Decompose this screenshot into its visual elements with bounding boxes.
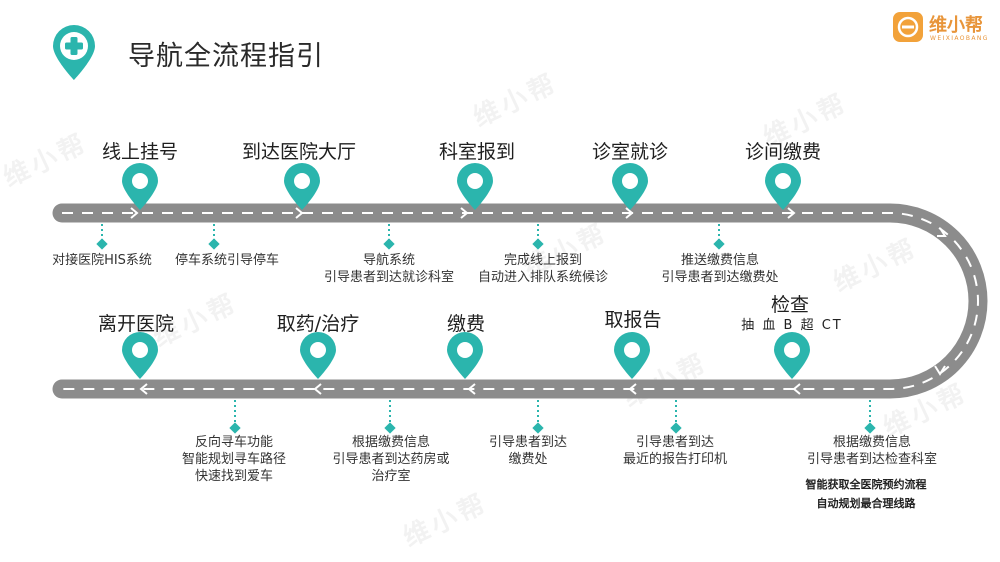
step-label-get-report: 取报告 [604, 309, 662, 331]
note-smart-route: 自动规划最合理线路 [816, 497, 916, 510]
page-title: 导航全流程指引 [128, 41, 324, 72]
note-his: 对接医院HIS系统 [52, 252, 152, 269]
note-pharmacy: 根据缴费信息 引导患者到达药房或 治疗室 [332, 434, 449, 485]
location-pin-icon [614, 332, 650, 379]
examination-types: 抽 血 B 超 CT [741, 318, 843, 333]
note-payment-desk: 引导患者到达 缴费处 [489, 434, 567, 468]
note-line: 引导患者到达 [488, 435, 568, 450]
note-line: 引导患者到达检查科室 [806, 452, 938, 467]
location-pin-icon [774, 332, 810, 379]
location-pin-icon [612, 163, 648, 210]
note-line: 对接医院HIS系统 [52, 253, 152, 268]
note-line: 引导患者到达药房或 [332, 452, 450, 467]
location-pin-icon [765, 163, 801, 210]
note-report-printer: 引导患者到达 最近的报告打印机 [623, 434, 727, 468]
location-pin-icon [284, 163, 320, 210]
note-line: 引导患者到达就诊科室 [323, 270, 455, 285]
direction-arrows [130, 207, 947, 395]
location-pin-icon [122, 163, 158, 210]
step-label-medicine-treatment: 取药/治疗 [276, 313, 360, 335]
note-line: 停车系统引导停车 [174, 253, 280, 268]
step-label-arrive-lobby: 到达医院大厅 [241, 141, 357, 163]
step-label-leave-hospital: 离开医院 [97, 313, 175, 335]
note-line: 治疗室 [371, 469, 411, 484]
note-navigation: 导航系统 引导患者到达就诊科室 [324, 252, 454, 286]
step-label-examination: 检查 [770, 294, 810, 316]
note-line: 完成线上报到 [503, 253, 583, 268]
note-line: 缴费处 [508, 452, 548, 467]
brand-name: 维小帮 [929, 15, 983, 36]
location-pin-icon [457, 163, 493, 210]
note-line: 推送缴费信息 [680, 253, 760, 268]
brand-logo-icon [893, 12, 923, 42]
note-line: 引导患者到达 [635, 435, 715, 450]
note-line: 自动进入排队系统候诊 [477, 270, 609, 285]
note-line: 最近的报告打印机 [622, 452, 728, 467]
note-line: 引导患者到达缴费处 [661, 270, 779, 285]
brand-subtitle: WEIXIAOBANG [930, 35, 989, 42]
note-line: 根据缴费信息 [832, 435, 912, 450]
location-pin-icon [122, 332, 158, 379]
note-smart-booking: 智能获取全医院预约流程 [805, 478, 927, 491]
note-line: 根据缴费信息 [351, 435, 431, 450]
note-line: 反向寻车功能 [194, 435, 274, 450]
note-checkin: 完成线上报到 自动进入排队系统候诊 [478, 252, 608, 286]
step-label-department-checkin: 科室报到 [438, 141, 516, 163]
note-find-car: 反向寻车功能 智能规划寻车路径 快速找到爱车 [182, 434, 286, 485]
note-line: 快速找到爱车 [194, 469, 274, 484]
step-label-online-registration: 线上挂号 [101, 141, 179, 163]
note-parking: 停车系统引导停车 [175, 252, 279, 269]
note-payment-push: 推送缴费信息 引导患者到达缴费处 [661, 252, 778, 286]
step-label-consultation: 诊室就诊 [591, 141, 669, 163]
note-line: 导航系统 [362, 253, 416, 268]
note-line: 智能规划寻车路径 [181, 452, 287, 467]
location-pin-icon [300, 332, 336, 379]
note-exam-room: 根据缴费信息 引导患者到达检查科室 [807, 434, 937, 468]
step-label-room-payment: 诊间缴费 [744, 141, 822, 163]
step-label-payment: 缴费 [446, 313, 486, 335]
location-pin-icon [447, 332, 483, 379]
medical-cross-pin-icon [53, 25, 95, 80]
